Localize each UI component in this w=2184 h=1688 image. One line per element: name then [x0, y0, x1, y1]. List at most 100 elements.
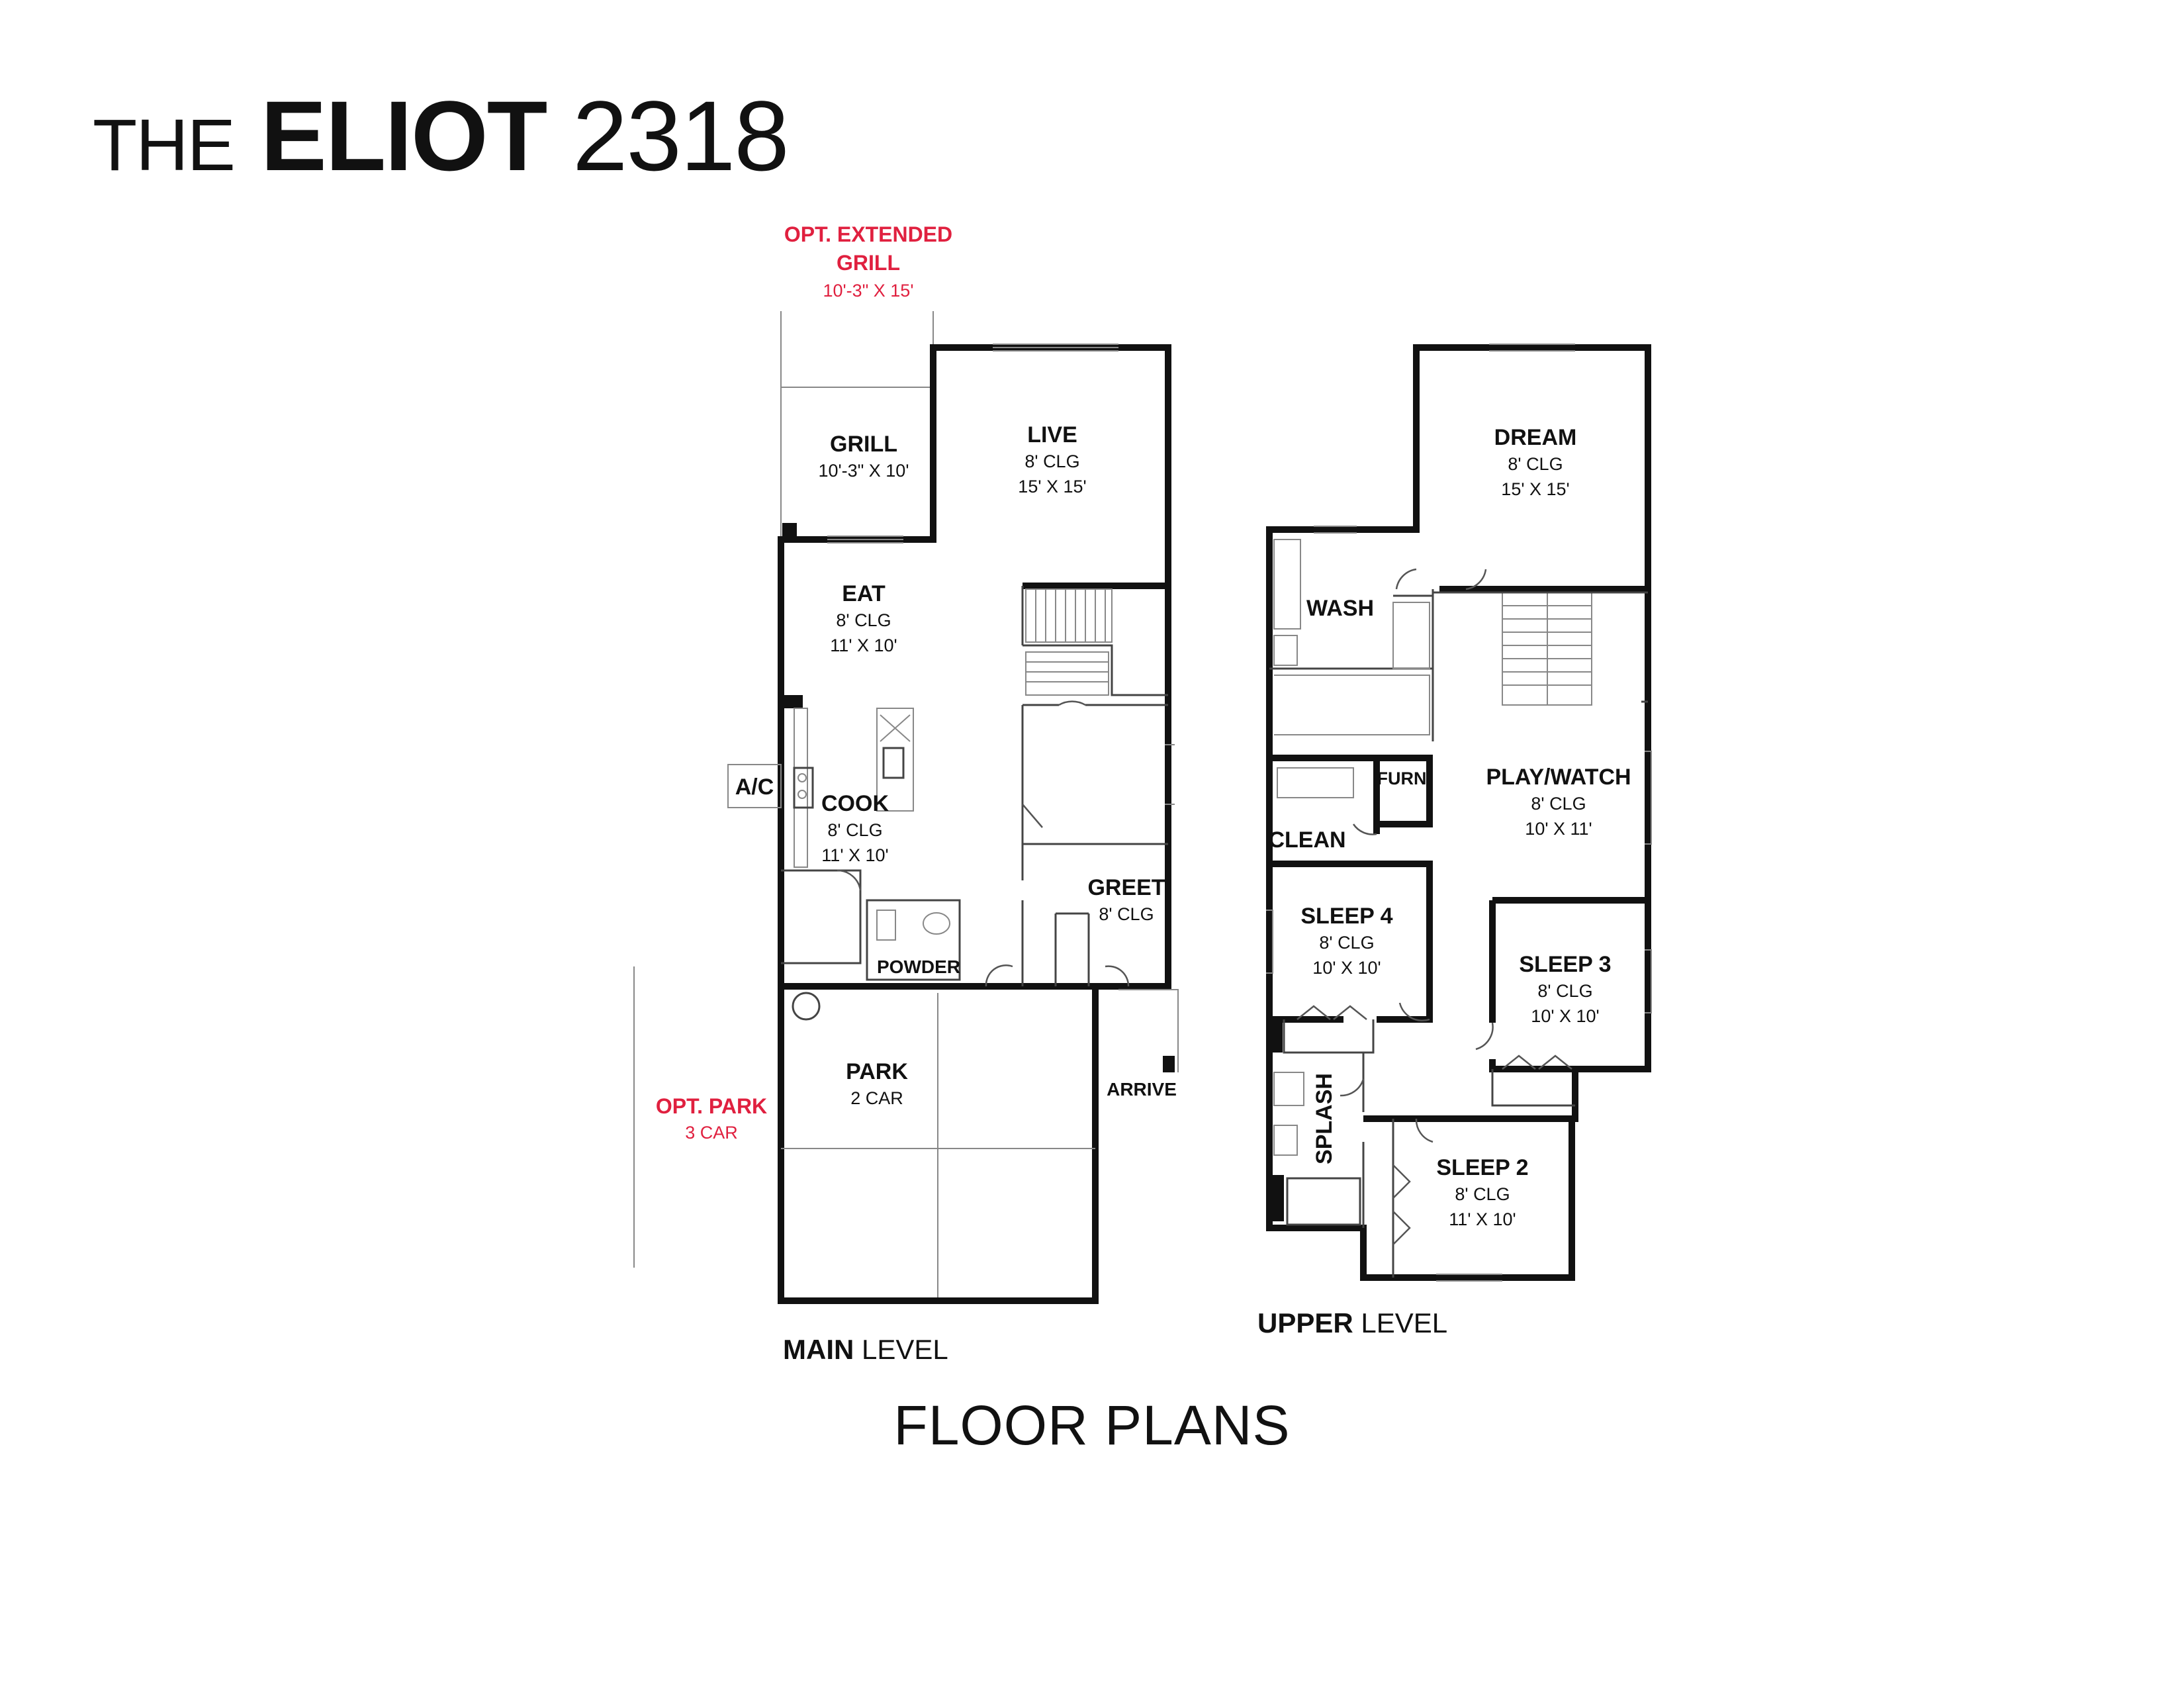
entry-door — [1105, 965, 1130, 987]
eat-size: 11' X 10' — [830, 635, 897, 655]
toilet-icon — [876, 910, 896, 941]
sleep4-size: 10' X 10' — [1312, 958, 1381, 978]
sleep4-closet-doors — [1297, 1005, 1367, 1020]
sleep2-window — [1436, 1274, 1502, 1282]
dream-window — [1489, 344, 1575, 352]
sleep3-closet — [1491, 1069, 1575, 1107]
sleep2-door — [1415, 1118, 1433, 1143]
furn-name: FURN — [1377, 769, 1427, 788]
wash-window — [1314, 526, 1357, 534]
powder-wall — [866, 899, 961, 981]
clean-furn-walls — [1269, 755, 1433, 834]
eat-clg: 8' CLG — [836, 610, 891, 630]
toilet-icon-upper — [1273, 635, 1298, 666]
water-heater-icon — [792, 992, 821, 1021]
vanity — [1273, 539, 1301, 630]
title-plan-number: 2318 — [572, 80, 790, 191]
eat-name: EAT — [842, 581, 886, 606]
splash-sink — [1273, 1072, 1304, 1106]
sleep3-window — [1645, 949, 1652, 1013]
garage-slab-lines — [781, 993, 1095, 1297]
stair-walls — [1021, 586, 1168, 696]
main-level-label-rest: LEVEL — [854, 1334, 948, 1365]
greet-name: GREET — [1087, 875, 1165, 900]
porch-outline — [1118, 989, 1179, 1072]
sleep4-clg: 8' CLG — [1319, 933, 1374, 953]
sleep2-clg: 8' CLG — [1455, 1184, 1510, 1204]
closet-rod — [1274, 675, 1430, 735]
window-east — [1165, 744, 1175, 805]
sleep4-name: SLEEP 4 — [1300, 904, 1392, 929]
window-frame — [993, 344, 1118, 352]
greet-clg: 8' CLG — [1099, 904, 1154, 924]
sleep3-size: 10' X 10' — [1531, 1006, 1599, 1026]
play-size: 10' X 11' — [1525, 819, 1592, 839]
upper-exterior-wall — [1266, 344, 1651, 1281]
closet-door — [1058, 700, 1086, 706]
wash-name: WASH — [1306, 596, 1374, 621]
splash-toilet — [1273, 1125, 1298, 1156]
upper-level-plan — [1266, 344, 1652, 1282]
sleep4-walls — [1269, 861, 1433, 1023]
main-level-label: MAIN LEVEL — [783, 1334, 948, 1366]
garage-wall — [778, 986, 1099, 1304]
under-stair-closet — [1021, 704, 1168, 845]
live-name: LIVE — [1027, 422, 1077, 447]
wall-block-bath — [1269, 1175, 1284, 1221]
sink-icon — [923, 912, 950, 935]
opt-grill-size: 10'-3" X 15' — [823, 281, 914, 301]
live-clg: 8' CLG — [1024, 451, 1079, 471]
park-name: PARK — [846, 1059, 908, 1084]
live-size: 15' X 15' — [1018, 477, 1086, 496]
kitchen-fixtures — [793, 708, 914, 868]
main-level-labels: OPT. EXTENDED GRILL 10'-3" X 15' GRILL 1… — [656, 222, 1177, 1143]
stairs — [1025, 588, 1113, 696]
coat-closet — [1054, 912, 1090, 986]
play-window — [1645, 751, 1652, 845]
clean-name: CLEAN — [1268, 827, 1345, 853]
wall-block-upper — [1269, 1023, 1283, 1053]
upper-level-label: UPPER LEVEL — [1257, 1307, 1447, 1339]
opt-park-name: OPT. PARK — [656, 1094, 767, 1118]
grill-name: GRILL — [830, 432, 897, 457]
ac-name: A/C — [735, 774, 774, 800]
slider-door-frame — [827, 536, 903, 543]
upper-stairs — [1502, 592, 1592, 706]
opt-park-size: 3 CAR — [685, 1123, 738, 1143]
cook-clg: 8' CLG — [827, 820, 882, 840]
washer-dryer — [1277, 767, 1354, 798]
splash-door — [1340, 1078, 1365, 1097]
sleep2-size: 11' X 10' — [1449, 1209, 1516, 1229]
porch-post — [1163, 1056, 1175, 1072]
upper-level-labels: DREAM 8' CLG 15' X 15' WASH FURN CLEAN P… — [1268, 425, 1631, 1229]
title-plan-name: ELIOT — [260, 80, 548, 191]
shower — [1392, 602, 1430, 669]
clean-door — [1352, 823, 1377, 835]
sleep4-closet — [1283, 1019, 1375, 1054]
powder-name: POWDER — [877, 957, 960, 977]
sleep2-closet-doors — [1392, 1164, 1411, 1245]
pantry-door — [837, 869, 862, 891]
floor-plans-title: FLOOR PLANS — [893, 1394, 1291, 1456]
opt-grill-line2: GRILL — [837, 251, 900, 275]
arrive-name: ARRIVE — [1107, 1079, 1177, 1100]
column — [782, 523, 797, 538]
play-clg: 8' CLG — [1531, 794, 1586, 814]
main-level-label-bold: MAIN — [783, 1334, 854, 1365]
tub — [1286, 1177, 1361, 1226]
dream-clg: 8' CLG — [1508, 454, 1563, 474]
wall-block — [783, 695, 803, 708]
sleep3-door — [1475, 1022, 1494, 1051]
opt-grill-outline — [780, 311, 934, 536]
sleep3-name: SLEEP 3 — [1519, 952, 1611, 977]
sleep3-clg: 8' CLG — [1537, 981, 1592, 1001]
garage-door — [985, 964, 1013, 987]
plan-title: THE ELIOT 2318 — [93, 86, 790, 185]
play-name: PLAY/WATCH — [1486, 765, 1631, 790]
ac-unit — [727, 764, 782, 808]
splash-name: SPLASH — [1312, 1073, 1337, 1164]
main-level-plan — [633, 311, 1179, 1304]
sleep3-closet-doors — [1502, 1055, 1572, 1070]
